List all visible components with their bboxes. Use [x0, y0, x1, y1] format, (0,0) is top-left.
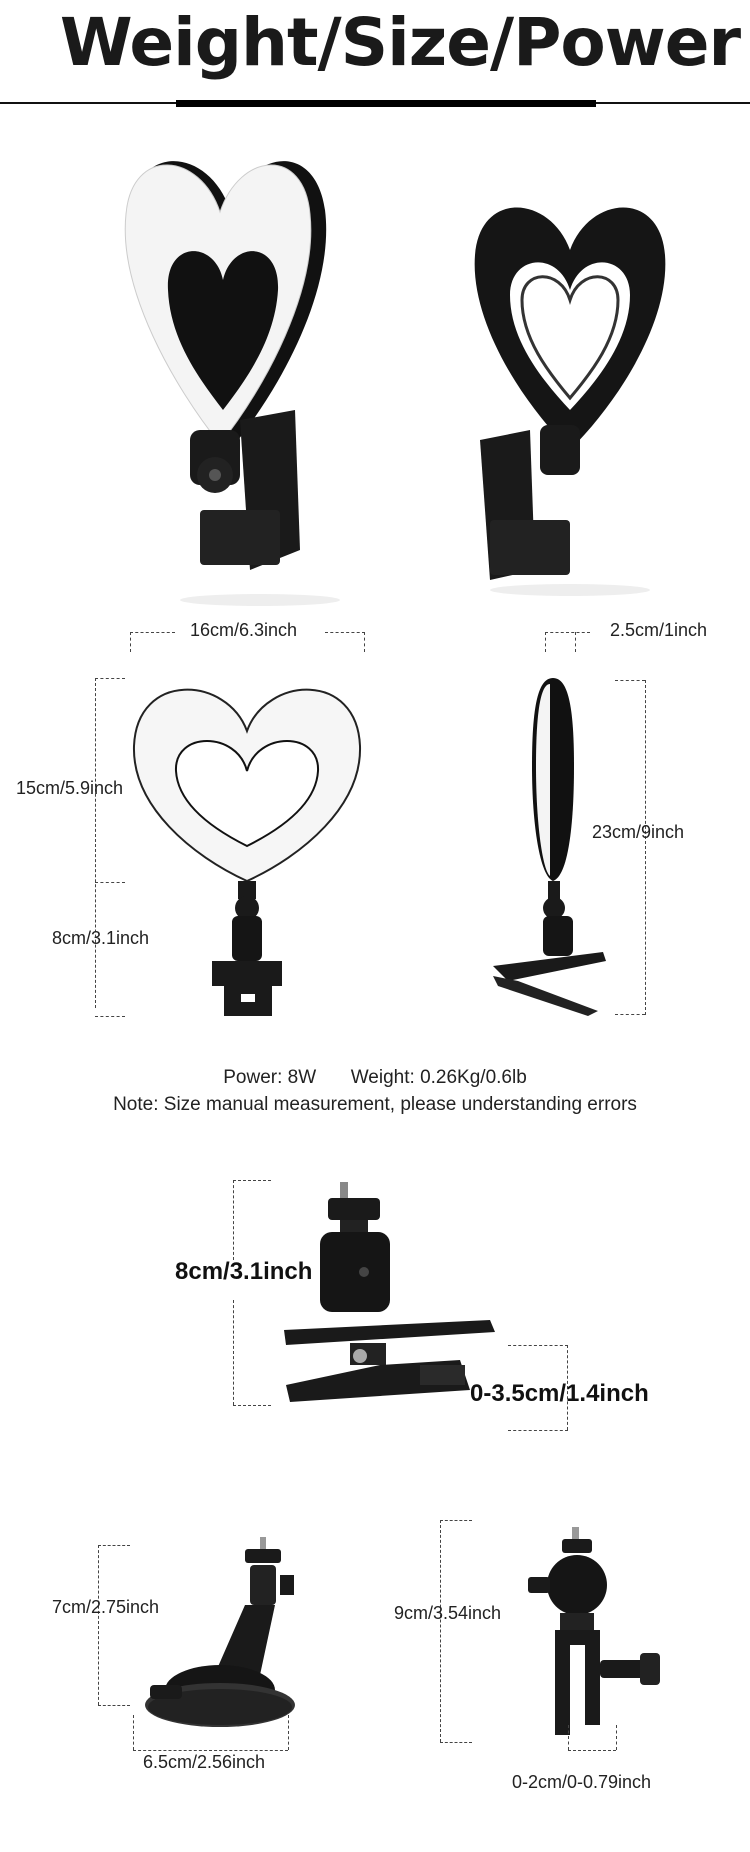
power-weight-line: Power: 8W Weight: 0.26Kg/0.6lb [0, 1067, 750, 1089]
total-height-top [615, 680, 645, 681]
measurement-note: Note: Size manual measurement, please un… [113, 1094, 637, 1115]
heart-light-front-dimension-image [132, 688, 362, 1016]
base-height-label: 8cm/3.1inch [52, 928, 150, 948]
clip-height-dash-lower [233, 1300, 234, 1405]
ballhead-height-bottom [440, 1742, 472, 1743]
width-dash-left-tick [130, 632, 131, 652]
height-top-tick [95, 678, 125, 679]
suction-width-dash [133, 1750, 288, 1751]
total-height-bottom [615, 1014, 645, 1015]
suction-height-label: 7cm/2.75inch [52, 1597, 160, 1617]
width-dash-right-tick [364, 632, 365, 652]
total-height-label: 23cm/9inch [592, 822, 685, 842]
ring-width-label: 16cm/6.3inch [190, 620, 298, 640]
total-height-dash [645, 680, 646, 1015]
heart-light-front-image [124, 161, 340, 606]
ring-height-dash [95, 678, 96, 1008]
clip-opening-bottom [508, 1430, 568, 1431]
width-dash-left [130, 632, 175, 633]
clip-height-bottom [233, 1405, 271, 1406]
suction-cup-mount-image [145, 1537, 295, 1727]
clip-height-label: 8cm/3.1inch [175, 1258, 313, 1285]
ballhead-clamp-dash [568, 1750, 616, 1751]
ballhead-height-dash [440, 1520, 441, 1742]
ballhead-clamp-tick-left [568, 1725, 569, 1750]
page-title: Weight/Size/Power [59, 4, 741, 81]
heart-light-back-image [474, 207, 666, 596]
clip-mount-image [284, 1182, 495, 1402]
suction-width-tick-right [288, 1715, 289, 1750]
power-spec: Power: 8W [223, 1067, 317, 1088]
ballhead-height-top [440, 1520, 472, 1521]
ballhead-clamp-label: 0-2cm/0-0.79inch [512, 1772, 652, 1792]
thickness-tick-right [575, 632, 576, 652]
suction-height-bottom [98, 1705, 130, 1706]
suction-width-tick-left [133, 1715, 134, 1750]
width-dash-right [325, 632, 365, 633]
weight-spec: Weight: 0.26Kg/0.6lb [350, 1067, 527, 1088]
height-bottom-tick [95, 1016, 125, 1017]
ring-height-label: 15cm/5.9inch [16, 778, 124, 798]
clip-opening-label: 0-3.5cm/1.4inch [470, 1380, 649, 1407]
thickness-tick-left [545, 632, 546, 652]
thickness-dash [545, 632, 590, 633]
suction-height-dash [98, 1545, 99, 1705]
suction-height-top [98, 1545, 130, 1546]
suction-width-label: 6.5cm/2.56inch [143, 1752, 266, 1772]
clip-height-top [233, 1180, 271, 1181]
heart-light-side-dimension-image [493, 678, 606, 1016]
header-underline [176, 100, 596, 107]
clip-opening-dash [567, 1345, 568, 1430]
ring-thickness-label: 2.5cm/1inch [610, 620, 708, 640]
ballhead-height-label: 9cm/3.54inch [394, 1603, 502, 1623]
ballhead-clamp-tick-right [616, 1725, 617, 1750]
height-mid-tick [95, 882, 125, 883]
clip-height-dash-upper [233, 1180, 234, 1260]
clip-opening-top [508, 1345, 568, 1346]
ball-head-mount-image [528, 1527, 660, 1735]
